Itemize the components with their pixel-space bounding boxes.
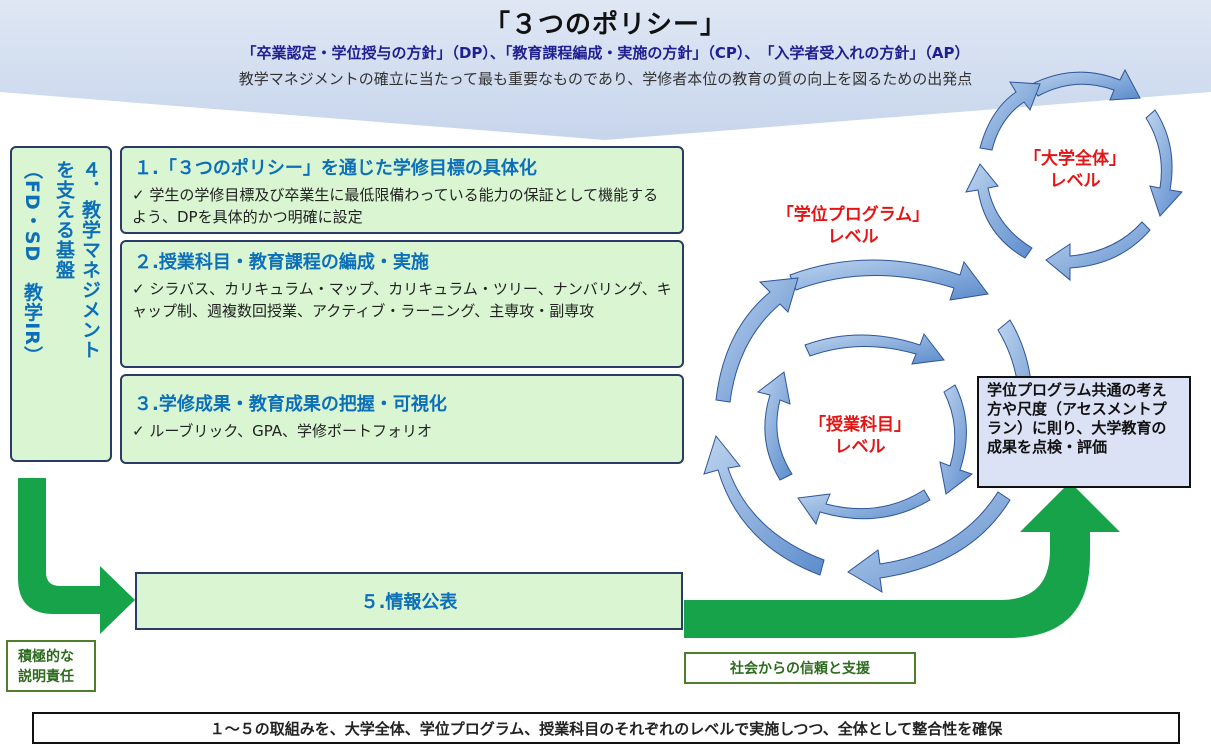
program-arrow-5	[715, 277, 799, 403]
right-up-arrow	[684, 482, 1120, 638]
course-arrow-3	[797, 489, 931, 526]
section-3-heading: ３.学修成果・教育成果の把握・可視化	[134, 394, 447, 415]
accountability-box: 積極的な説明責任	[6, 640, 96, 692]
university-level-label: 「大学全体」 レベル	[1010, 148, 1140, 192]
university-arrow-4	[965, 163, 1033, 259]
program-arrow-1	[789, 259, 989, 301]
course-level-label: 「授業科目」 レベル	[790, 414, 930, 458]
section-2-body: ✓ シラバス、カリキュラム・マップ、カリキュラム・ツリー、ナンバリング、キャップ…	[132, 280, 672, 320]
course-level-suffix: レベル	[834, 437, 886, 457]
foundation-subtitle: を支える基盤	[53, 160, 75, 280]
university-arrow-2	[1145, 109, 1183, 217]
section-1-box: １.「３つのポリシー」を通じた学修目標の具体化 ✓ 学生の学修目標及び卒業生に最…	[120, 146, 684, 234]
program-level-suffix: レベル	[827, 227, 879, 247]
policy-banner	[0, 0, 1211, 140]
policies-line: 「卒業認定・学位授与の方針」（DP）、「教育課程編成・実施の方針」（CP）、 「…	[241, 44, 970, 62]
footer-note: １～５の取組みを、大学全体、学位プログラム、授業科目のそれぞれのレベルで実施しつ…	[32, 712, 1180, 744]
course-arrow-1	[804, 332, 945, 365]
assessment-box: 学位プログラム共通の考え方や尺度（アセスメントプラン）に則り、大学教育の成果を点…	[977, 376, 1191, 488]
subtitle: 教学マネジメントの確立に当たって最も重要なものであり、学修者本位の教育の質の向上…	[238, 70, 973, 88]
program-level-name: 「学位プログラム」	[776, 205, 930, 225]
section-3-box: ３.学修成果・教育成果の把握・可視化 ✓ ルーブリック、GPA、学修ポートフォリ…	[120, 374, 684, 464]
program-arrow-3	[847, 491, 1011, 593]
university-level-suffix: レベル	[1049, 171, 1101, 191]
foundation-box: ４．教学マネジメント を支える基盤 （FD・SD 教学IR）	[10, 146, 112, 462]
university-level-name: 「大学全体」	[1024, 149, 1126, 169]
page-title: 「３つのポリシー」	[483, 10, 727, 40]
section-2-box: ２.授業科目・教育課程の編成・実施 ✓ シラバス、カリキュラム・マップ、カリキュ…	[120, 240, 684, 368]
publication-box: ５.情報公表	[135, 572, 683, 630]
course-arrow-4	[756, 371, 793, 481]
section-2-heading: ２.授業科目・教育課程の編成・実施	[134, 252, 429, 273]
foundation-tools: （FD・SD 教学IR）	[21, 160, 43, 366]
university-arrow-1	[1029, 68, 1141, 101]
course-level-name: 「授業科目」	[809, 415, 911, 435]
left-down-arrow	[18, 478, 135, 634]
program-level-label: 「学位プログラム」 レベル	[748, 204, 958, 248]
section-1-body: ✓ 学生の学修目標及び卒業生に最低限備わっている能力の保証として機能するよう、D…	[132, 186, 659, 226]
university-arrow-3	[1045, 221, 1151, 282]
section-1-heading: １.「３つのポリシー」を通じた学修目標の具体化	[134, 158, 537, 179]
section-3-body: ✓ ルーブリック、GPA、学修ポートフォリオ	[132, 422, 433, 440]
program-arrow-4	[703, 434, 825, 576]
trust-box: 社会からの信頼と支援	[684, 652, 916, 684]
university-arrow-5	[979, 81, 1041, 151]
foundation-title: ４．教学マネジメント	[79, 160, 101, 360]
course-arrow-2	[939, 384, 974, 495]
